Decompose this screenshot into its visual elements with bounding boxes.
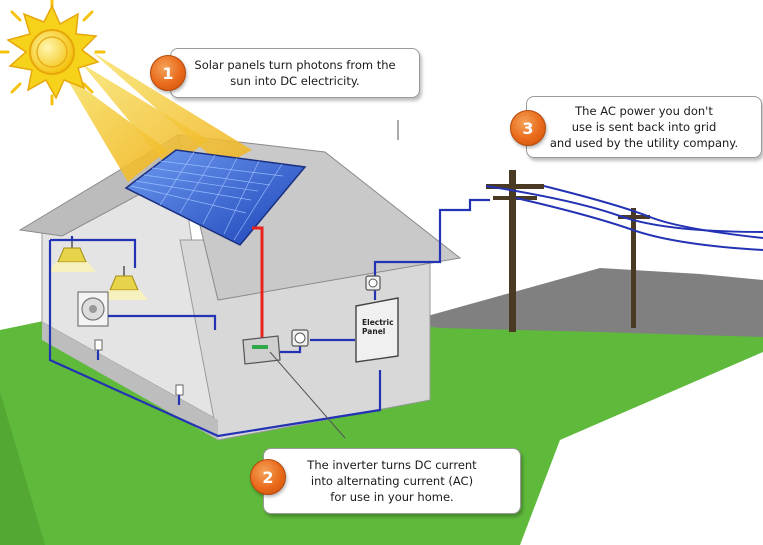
callout-3-line-2: use is sent back into grid [571,120,717,134]
callout-1-line-2: sun into DC electricity. [230,74,360,88]
ac-wiring [48,198,490,438]
callout-3-badge: 3 [510,110,546,146]
panel-label-line-1: Electric [362,318,394,327]
callout-1-badge: 1 [150,55,186,91]
callout-3: The AC power you don't use is sent back … [526,96,762,158]
ceiling-lamp-2 [100,266,148,300]
utility-pole-far [618,208,650,328]
solar-panel [124,149,307,246]
electric-panel-box [355,297,399,363]
dc-wire [252,226,264,340]
callout-1: Solar panels turn photons from the sun i… [170,48,420,98]
mountain [395,268,763,345]
ceiling-lamp-1 [48,236,96,272]
inverter [242,335,281,365]
outlet-1 [94,339,103,351]
outlet-2 [175,384,184,396]
utility-pole-near [486,170,544,332]
callout-2-line-3: for use in your home. [330,490,454,504]
callout-2-badge: 2 [250,459,286,495]
callout-3-line-3: and used by the utility company. [549,136,739,150]
callout-2: The inverter turns DC current into alter… [263,448,521,514]
house-floor [42,322,218,440]
panel-label-line-2: Panel [362,327,386,336]
callout-2-pointer [269,351,346,439]
callout-1-line-1: Solar panels turn photons from the [194,58,396,72]
sun-icon [0,0,106,106]
appliance-fan-unit [77,291,109,327]
power-lines [485,185,763,251]
electric-panel-label: Electric Panel [362,318,394,336]
callout-3-line-1: The AC power you don't [575,104,713,118]
utility-meter [291,329,309,347]
callout-2-line-2: into alternating current (AC) [310,474,474,488]
sun-beams [64,52,252,182]
grass-foreground [0,392,45,545]
callout-2-line-1: The inverter turns DC current [307,458,477,472]
grid-meter [365,275,381,291]
